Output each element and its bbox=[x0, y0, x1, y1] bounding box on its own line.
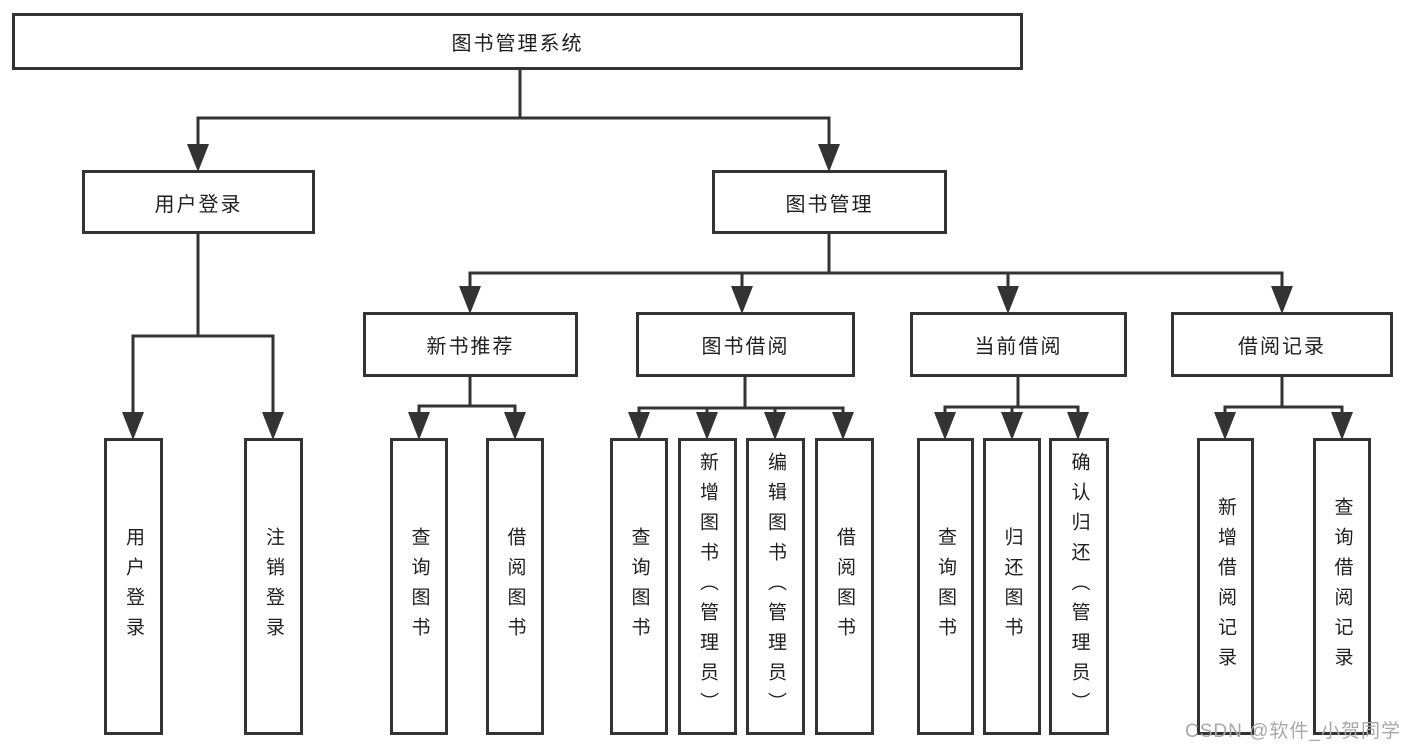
node-user-login: 用户登录 bbox=[82, 170, 315, 234]
node-borrow-books-borrowing: 借阅图书 bbox=[815, 438, 874, 735]
node-borrowing-records: 借阅记录 bbox=[1171, 312, 1393, 377]
node-root-library-management-system: 图书管理系统 bbox=[12, 13, 1023, 70]
node-label: 确认归还（管理员） bbox=[1068, 451, 1090, 722]
node-label: 当前借阅 bbox=[974, 336, 1063, 358]
node-label: 借阅图书 bbox=[504, 526, 526, 647]
node-logout-leaf: 注销登录 bbox=[244, 438, 303, 735]
connector-new-book-to-leaves bbox=[408, 375, 526, 440]
node-label: 注销登录 bbox=[263, 526, 284, 647]
node-label: 归还图书 bbox=[1001, 526, 1023, 647]
node-add-borrow-record: 新增借阅记录 bbox=[1197, 438, 1254, 735]
connector-book-borrowing-to-leaves bbox=[628, 375, 854, 440]
connector-book-management-to-level3 bbox=[459, 232, 1293, 314]
node-label: 用户登录 bbox=[123, 526, 144, 647]
node-query-books-recommend: 查询图书 bbox=[390, 438, 448, 735]
node-add-books-admin: 新增图书（管理员） bbox=[678, 438, 737, 735]
node-label: 图书管理 bbox=[785, 193, 874, 216]
connector-user-login-to-leaves bbox=[122, 232, 284, 440]
node-book-management: 图书管理 bbox=[712, 170, 947, 234]
node-user-login-leaf: 用户登录 bbox=[104, 438, 163, 735]
node-label: 图书借阅 bbox=[701, 336, 790, 358]
node-confirm-return-admin: 确认归还（管理员） bbox=[1049, 438, 1109, 735]
node-edit-books-admin: 编辑图书（管理员） bbox=[746, 438, 805, 735]
node-query-borrow-record: 查询借阅记录 bbox=[1313, 438, 1371, 735]
node-label: 查询图书 bbox=[935, 526, 956, 647]
node-label: 查询图书 bbox=[408, 526, 430, 647]
node-book-borrowing: 图书借阅 bbox=[636, 312, 855, 377]
node-label: 新增图书（管理员） bbox=[697, 451, 718, 722]
connector-current-borrowing-to-leaves bbox=[934, 375, 1089, 440]
watermark: CSDN @软件_小贺同学 bbox=[1185, 721, 1401, 742]
node-query-books-current: 查询图书 bbox=[917, 438, 974, 735]
node-label: 编辑图书（管理员） bbox=[765, 451, 786, 722]
node-label: 查询借阅记录 bbox=[1331, 496, 1353, 677]
node-label: 新书推荐 bbox=[426, 336, 515, 358]
connector-borrowing-records-to-leaves bbox=[1214, 375, 1353, 440]
node-label: 借阅记录 bbox=[1238, 336, 1326, 358]
node-label: 借阅图书 bbox=[834, 526, 855, 647]
node-label: 用户登录 bbox=[154, 193, 243, 216]
node-label: 新增借阅记录 bbox=[1215, 496, 1236, 677]
node-borrow-books-recommend: 借阅图书 bbox=[486, 438, 544, 735]
node-query-books-borrowing: 查询图书 bbox=[610, 438, 668, 735]
node-return-books: 归还图书 bbox=[983, 438, 1041, 735]
node-current-borrowing: 当前借阅 bbox=[910, 312, 1127, 377]
node-label: 图书管理系统 bbox=[451, 33, 584, 55]
connector-root-to-level2 bbox=[187, 68, 840, 172]
node-label: 查询图书 bbox=[628, 526, 650, 647]
node-new-book-recommendation: 新书推荐 bbox=[363, 312, 578, 377]
